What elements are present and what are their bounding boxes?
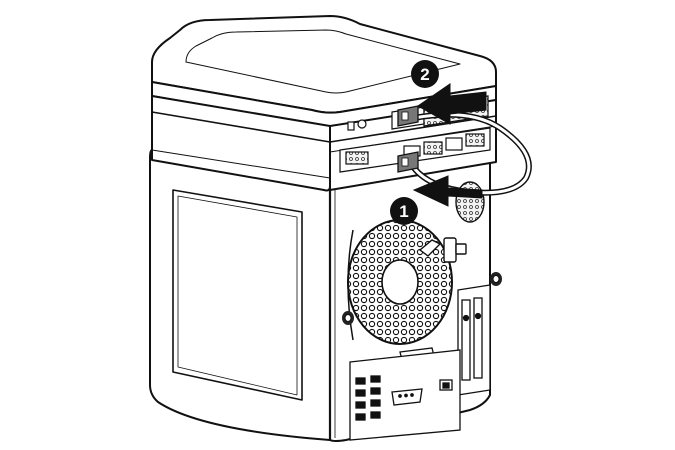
status-led [357, 119, 367, 129]
vga-port[interactable] [391, 388, 423, 406]
callout-label: 1 [399, 202, 408, 221]
cable-plug-lower[interactable] [397, 151, 419, 173]
arrow-pointing-left [412, 175, 483, 207]
step-callout-2: 2 [411, 60, 439, 88]
fan-hub [381, 259, 419, 305]
thumbscrew-left[interactable] [342, 311, 354, 325]
key-lock[interactable] [347, 121, 355, 131]
usb-ports[interactable] [355, 375, 381, 421]
side-panel-inset [172, 189, 303, 401]
io-port-panel [349, 349, 461, 441]
thumbscrew-right[interactable] [490, 272, 502, 286]
step-callout-1: 1 [390, 197, 418, 225]
rear-latch [418, 237, 467, 263]
arrow-pointing-left [417, 83, 487, 125]
callout-label: 2 [420, 65, 429, 84]
cable-plug-upper[interactable] [397, 105, 419, 127]
network-port[interactable] [439, 379, 453, 391]
expansion-slot-bracket [457, 284, 491, 396]
rear-fan-grille [347, 219, 453, 345]
